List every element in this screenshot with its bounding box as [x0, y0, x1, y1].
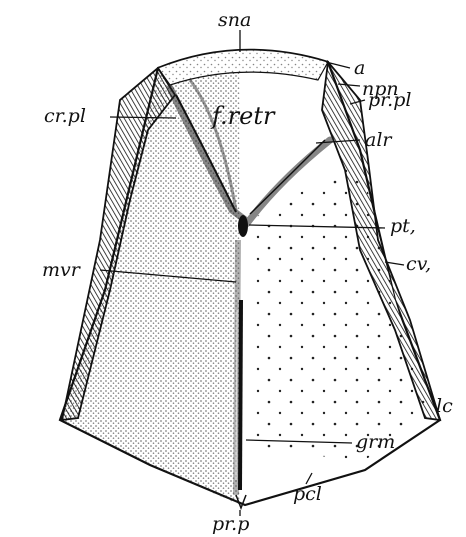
label-pt1: pt, [390, 215, 416, 237]
label-alr: alr [365, 129, 393, 151]
median-groove [236, 240, 241, 495]
label-sna: sna [218, 9, 251, 31]
pt1-foramen [238, 215, 248, 237]
label-pr-pl: pr.pl [368, 89, 411, 111]
label-cr-pl: cr.pl [44, 105, 86, 127]
label-pr-p: pr.p [212, 513, 249, 535]
label-pcl: pcl [293, 483, 322, 505]
label-a: a [354, 57, 365, 79]
label-lc: lc [436, 395, 453, 417]
label-cv1: cv, [406, 253, 431, 275]
label-f-retr: f.retr [210, 102, 276, 130]
label-mvr: mvr [42, 259, 82, 281]
label-grm: grm [356, 431, 395, 453]
